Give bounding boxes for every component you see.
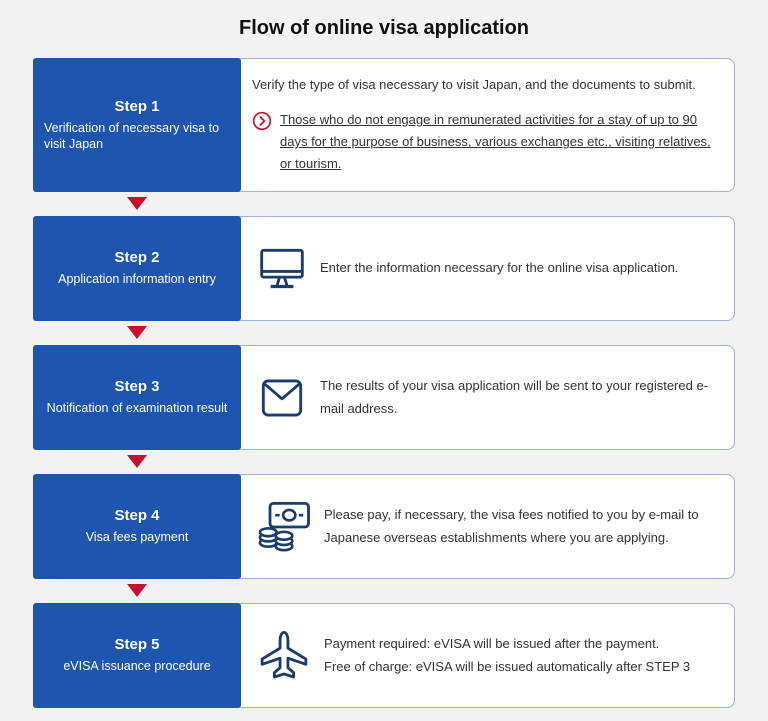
down-arrow-icon [127, 197, 147, 210]
step-1-name: Verification of necessary visa to visit … [44, 120, 220, 151]
step-1-box: Step 1 Verification of necessary visa to… [33, 58, 241, 192]
step-1-row: Step 1 Verification of necessary visa to… [33, 58, 735, 192]
airplane-icon [256, 626, 312, 686]
connector-gap [33, 192, 735, 216]
step-2-label: Step 2 [114, 249, 160, 267]
step-2-box: Step 2 Application information entry [33, 216, 241, 321]
step-2-row: Step 2 Application information entry Ent… [33, 216, 735, 321]
step-3-label: Step 3 [114, 378, 160, 396]
step-2-name: Application information entry [58, 272, 216, 287]
step-1-description: Verify the type of visa necessary to vis… [252, 77, 696, 92]
step-5-description: Payment required: eVISA will be issued a… [324, 636, 691, 674]
connector-gap [33, 579, 735, 603]
step-3-name: Notification of examination result [46, 401, 228, 416]
visa-flow-diagram: Step 1 Verification of necessary visa to… [33, 58, 735, 708]
visa-exemption-link[interactable]: Those who do not engage in remunerated a… [280, 112, 711, 172]
step-4-description: Please pay, if necessary, the visa fees … [324, 507, 699, 545]
step-4-content-box: Please pay, if necessary, the visa fees … [233, 474, 735, 579]
connector-gap [33, 450, 735, 474]
down-arrow-icon [127, 455, 147, 468]
step-2-description: Enter the information necessary for the … [320, 260, 679, 276]
step-1-link-row: Those who do not engage in remunerated a… [252, 109, 716, 175]
down-arrow-icon [127, 584, 147, 597]
mail-icon [256, 372, 308, 424]
step-1-content-box: Verify the type of visa necessary to vis… [233, 58, 735, 192]
step-3-content-box: The results of your visa application wil… [233, 345, 735, 450]
step-4-row: Step 4 Visa fees payment [33, 474, 735, 579]
step-5-content-box: Payment required: eVISA will be issued a… [233, 603, 735, 708]
money-icon [256, 497, 312, 557]
step-1-label: Step 1 [114, 97, 160, 115]
step-5-box: Step 5 eVISA issuance procedure [33, 603, 241, 708]
step-3-box: Step 3 Notification of examination resul… [33, 345, 241, 450]
chevron-circle-icon [252, 109, 272, 131]
monitor-icon [256, 243, 308, 295]
step-4-name: Visa fees payment [85, 530, 189, 545]
connector-gap [33, 321, 735, 345]
step-5-row: Step 5 eVISA issuance procedure Payment … [33, 603, 735, 708]
step-5-label: Step 5 [114, 636, 160, 654]
down-arrow-icon [127, 326, 147, 339]
step-3-description: The results of your visa application wil… [320, 378, 709, 416]
step-4-label: Step 4 [114, 507, 160, 525]
page-title: Flow of online visa application [238, 17, 530, 39]
step-3-row: Step 3 Notification of examination resul… [33, 345, 735, 450]
step-5-name: eVISA issuance procedure [63, 659, 211, 674]
step-2-content-box: Enter the information necessary for the … [233, 216, 735, 321]
step-4-box: Step 4 Visa fees payment [33, 474, 241, 579]
